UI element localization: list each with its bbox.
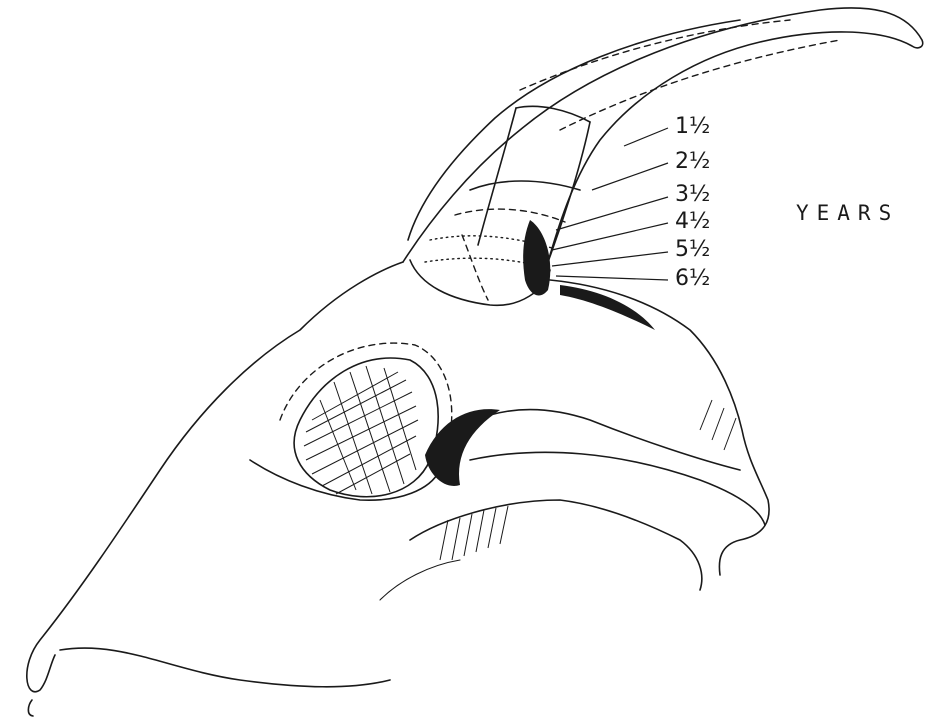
age-label-5-5: 5½ bbox=[675, 239, 710, 261]
horn-growth-rings bbox=[410, 106, 590, 305]
nasal-shading bbox=[425, 285, 655, 486]
years-unit-label: YEARS bbox=[796, 201, 899, 225]
age-label-4-5: 4½ bbox=[675, 211, 710, 233]
age-leader-lines bbox=[552, 128, 668, 280]
age-label-3-5: 3½ bbox=[675, 184, 710, 206]
age-label-6-5: 6½ bbox=[675, 268, 710, 290]
skull-outline bbox=[27, 262, 769, 716]
eye-socket-hatching bbox=[304, 366, 418, 494]
age-label-2-5: 2½ bbox=[675, 151, 710, 173]
jaw-hatching bbox=[440, 400, 736, 560]
age-label-1-5: 1½ bbox=[675, 116, 710, 138]
